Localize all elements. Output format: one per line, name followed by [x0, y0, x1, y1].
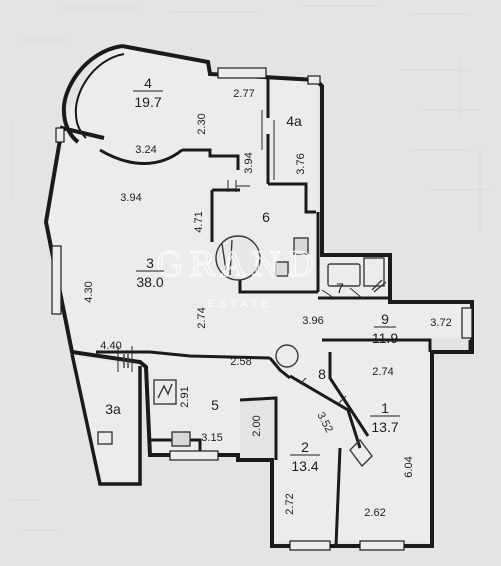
window-9-right — [461, 307, 473, 339]
watermark-brand: GRAND — [156, 245, 320, 285]
room-area-1: 13.7 — [371, 419, 398, 435]
wall-1-2 — [334, 447, 342, 547]
bath-7 — [327, 263, 361, 287]
room-number-4: 4 — [144, 75, 152, 91]
windows — [51, 67, 473, 551]
room-number-3: 3 — [146, 255, 154, 271]
watermark: GRAND ESTATE — [155, 244, 320, 310]
window-5-bottom — [169, 450, 219, 461]
dim-room3-bottom: 4.40 — [100, 340, 121, 352]
window-3-left — [51, 245, 62, 315]
room-number-4a: 4a — [286, 113, 302, 129]
room-number-5: 5 — [211, 397, 219, 413]
room-number-3a: 3a — [105, 401, 121, 417]
bay-wall-inner — [74, 53, 125, 139]
toilet-6 — [275, 261, 289, 277]
dimension-ticks — [117, 110, 363, 405]
corridor-column — [275, 344, 299, 368]
room-area-2: 13.4 — [291, 458, 318, 474]
closet-5 — [153, 379, 177, 405]
dim-room4-curve: 3.24 — [135, 144, 156, 156]
window-1-bottom — [359, 540, 405, 551]
room-number-2: 2 — [301, 439, 309, 455]
washbasin-6 — [293, 237, 309, 255]
wall-toilet — [150, 438, 202, 455]
shower-rail — [221, 239, 233, 276]
bay-wall-outer — [61, 44, 123, 144]
room-number-9: 9 — [381, 311, 389, 327]
dim-room5-closet: 2.91 — [179, 386, 191, 407]
wall-2-left — [239, 396, 278, 460]
dim-room4-height: 2.30 — [196, 113, 208, 134]
vent-lines — [123, 354, 129, 368]
dim-room1-right: 6.04 — [403, 456, 415, 477]
floor-room-2 — [275, 400, 340, 542]
room-number-7: 7 — [336, 280, 344, 296]
room-area-9: 11.9 — [372, 330, 398, 346]
dim-room5-right: 2.00 — [251, 415, 263, 436]
wall-3-5 — [96, 350, 271, 360]
wall-9-bottom — [322, 338, 432, 352]
floor-main — [45, 48, 470, 520]
dim-room9-right: 3.72 — [430, 317, 451, 329]
room-number-8: 8 — [318, 366, 326, 382]
wall-8-1 — [328, 352, 370, 437]
window-3-left-low — [55, 127, 65, 143]
room-4-curve — [99, 148, 183, 165]
background-texture — [10, 5, 490, 531]
room-area-4: 19.7 — [134, 94, 161, 110]
fixtures — [97, 235, 387, 468]
dim-room3-corridor: 4.71 — [193, 211, 205, 232]
closet-5-mark — [157, 383, 173, 399]
dim-room1-bottom: 2.62 — [364, 507, 385, 519]
room-area-3: 38.0 — [136, 274, 163, 290]
stair-7 — [371, 279, 387, 293]
floor-room-1 — [330, 354, 430, 542]
shower-cabin — [215, 235, 261, 281]
wall-4a-6 — [268, 182, 316, 214]
dim-room3-left: 4.30 — [83, 281, 95, 302]
room-labels: 4 19.7 4a 3 38.0 6 7 9 11.9 3a 5 8 1 13.… — [105, 75, 400, 474]
window-2-bottom — [289, 540, 331, 551]
dim-room3-right: 2.74 — [196, 307, 208, 328]
dim-4a-right: 3.76 — [295, 153, 307, 174]
dim-room7-bottom: 3.96 — [302, 315, 323, 327]
room-number-1: 1 — [381, 400, 389, 416]
dim-room4-top: 2.77 — [233, 88, 254, 100]
sink-5 — [171, 431, 191, 447]
floor-bay-4 — [75, 48, 118, 150]
dim-room3-top: 3.94 — [120, 192, 141, 204]
balcony-box — [97, 431, 113, 445]
closet-8 — [349, 438, 373, 468]
dim-room5-bottom: 3.15 — [201, 432, 222, 444]
wall-4-3 — [182, 148, 240, 170]
dim-room5-top: 2.58 — [230, 356, 251, 368]
balcony-wall — [70, 353, 142, 486]
window-4-top — [217, 67, 267, 79]
floor-fills — [45, 48, 470, 542]
dim-room2-left: 2.72 — [284, 493, 296, 514]
window-4a-top — [307, 75, 321, 85]
washbasin-7 — [363, 257, 385, 287]
floor-balcony-3a — [70, 355, 140, 482]
wall-5-right — [268, 357, 291, 380]
dim-4a-left: 3.94 — [243, 152, 255, 173]
dim-room1-top: 2.74 — [372, 366, 393, 378]
wall-8-2 — [289, 374, 362, 449]
room-number-6: 6 — [262, 209, 270, 225]
watermark-sub: ESTATE — [207, 298, 272, 310]
